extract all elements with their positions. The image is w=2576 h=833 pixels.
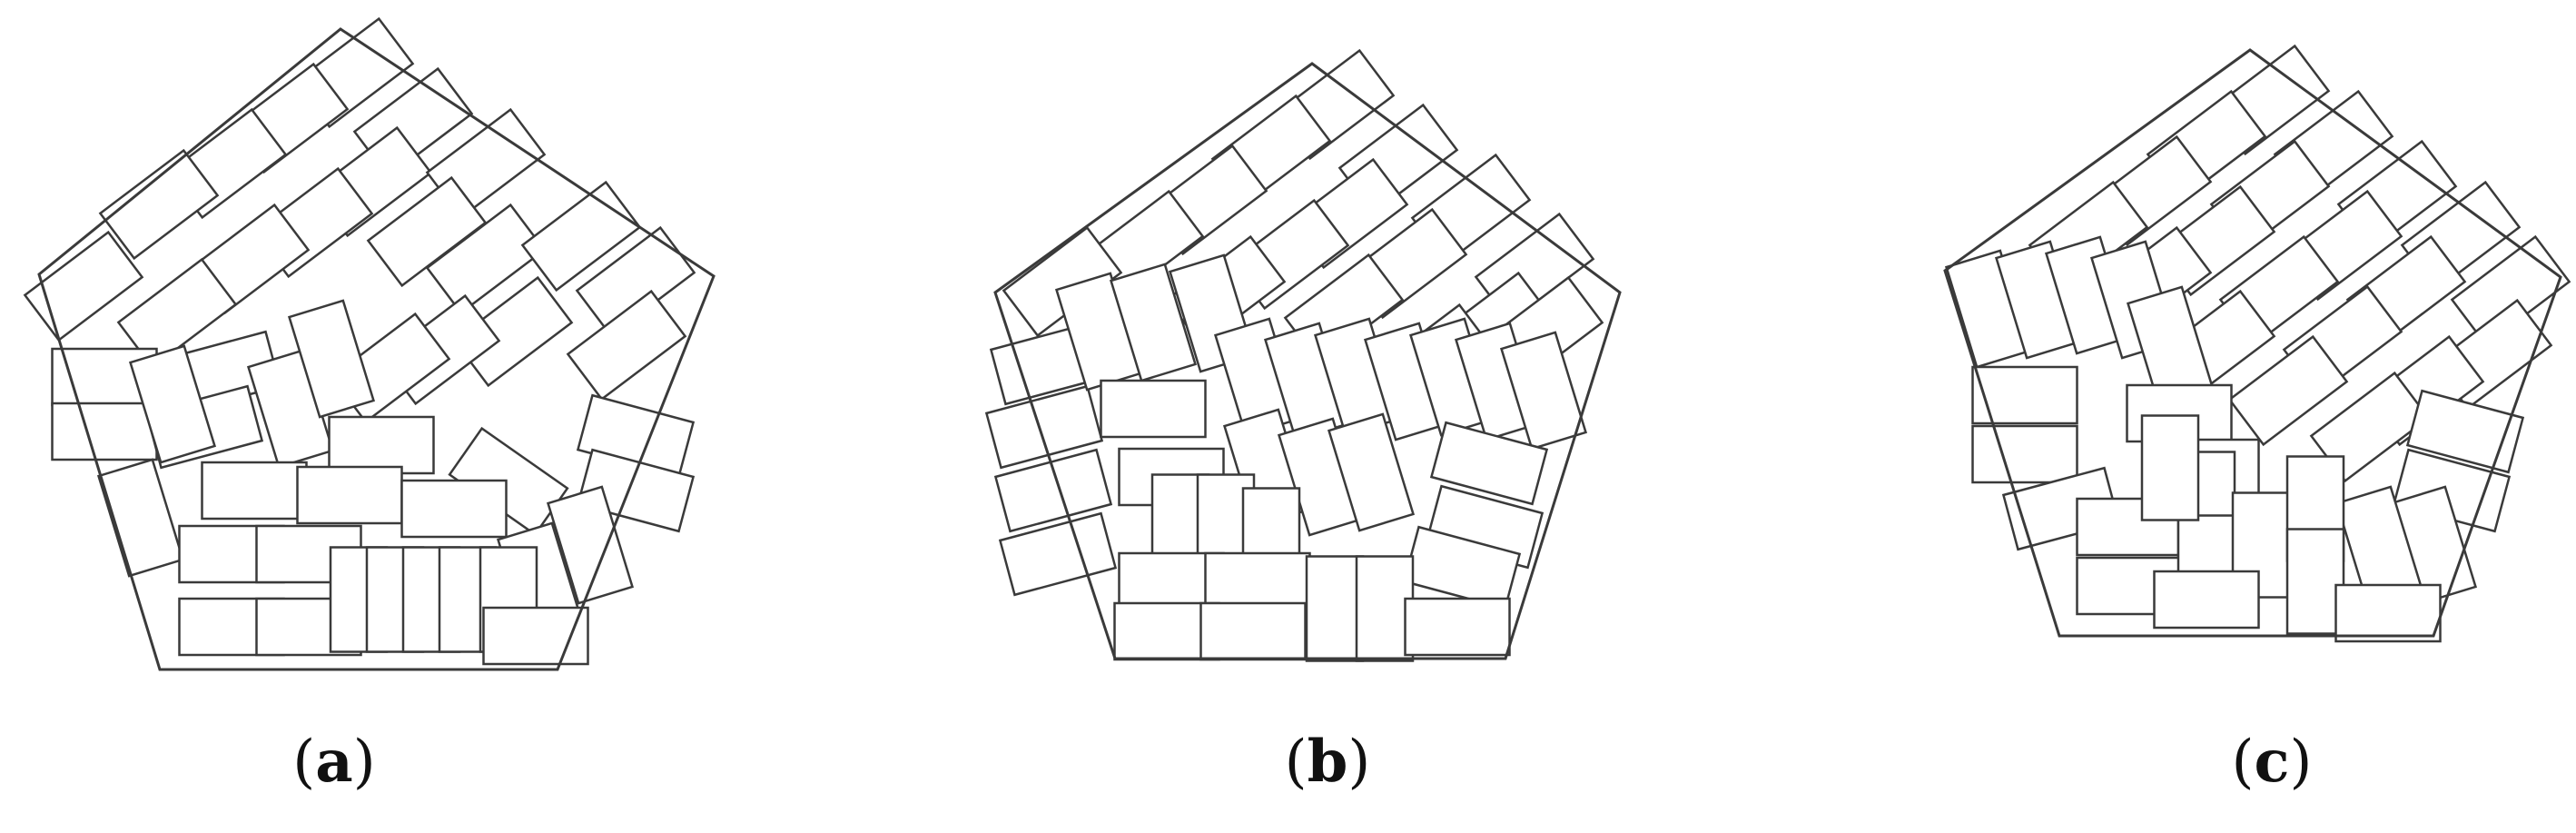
packed-rectangle (993, 448, 1113, 533)
panel-b: (b) (984, 48, 1622, 796)
packed-rectangle (296, 465, 403, 525)
packed-rectangle (2227, 334, 2349, 447)
panel-c-label-close: ) (2289, 729, 2312, 796)
packed-rectangle (1404, 597, 1511, 657)
panel-a-label-letter: a (315, 728, 352, 796)
packed-rectangle (51, 402, 158, 461)
packed-rectangle (128, 344, 217, 464)
packed-rectangle (96, 458, 185, 578)
packed-rectangle (2285, 528, 2345, 635)
panel-c-label-letter: c (2255, 728, 2290, 796)
packed-rectangle (116, 257, 238, 370)
panel-a-label-open: ( (292, 729, 315, 796)
packed-rectangle (2334, 583, 2442, 643)
panel-a: (a) (23, 16, 716, 796)
packed-rectangle (98, 148, 220, 261)
panel-b-pentagon (993, 62, 1622, 660)
panel-a-pentagon (37, 27, 716, 671)
packed-rectangle (1499, 331, 1588, 451)
packed-rectangle (566, 289, 687, 402)
packed-rectangle (1971, 365, 2078, 425)
panel-b-label: (b) (1285, 728, 1371, 796)
packed-rectangle (984, 384, 1104, 470)
panel-b-label-open: ( (1285, 729, 1308, 796)
packed-rectangle (1971, 424, 2078, 484)
panel-a-label: (a) (292, 728, 375, 796)
packed-rectangle (201, 461, 308, 521)
packed-rectangle (400, 479, 508, 539)
packed-rectangle (2140, 414, 2200, 521)
packed-rectangle (1429, 421, 1549, 506)
panel-b-label-close: ) (1347, 729, 1370, 796)
packed-rectangle (328, 415, 435, 475)
packed-rectangle (2153, 570, 2260, 630)
panel-c-rectangles (1944, 44, 2571, 643)
packed-rectangle (287, 299, 376, 419)
panel-a-rectangles (23, 16, 696, 666)
packed-rectangle (23, 230, 144, 342)
packed-rectangle (1100, 379, 1207, 439)
panel-c-label-open: ( (2232, 729, 2255, 796)
packed-rectangle (425, 203, 547, 315)
panel-c-pentagon (1943, 48, 2562, 638)
packed-rectangle (1199, 601, 1307, 661)
packed-rectangle (1109, 263, 1198, 382)
panel-c-label: (c) (2232, 728, 2313, 796)
packed-rectangle (546, 485, 635, 605)
panel-a-label-close: ) (353, 729, 376, 796)
packed-rectangle (1204, 551, 1311, 611)
packed-rectangle (1402, 525, 1522, 610)
panel-b-label-letter: b (1308, 728, 1348, 796)
packed-rectangle (2405, 389, 2525, 474)
panel-b-rectangles (984, 48, 1604, 662)
packed-rectangle (1327, 412, 1416, 532)
panel-c: (c) (1943, 44, 2571, 796)
packed-rectangle (1305, 555, 1365, 662)
